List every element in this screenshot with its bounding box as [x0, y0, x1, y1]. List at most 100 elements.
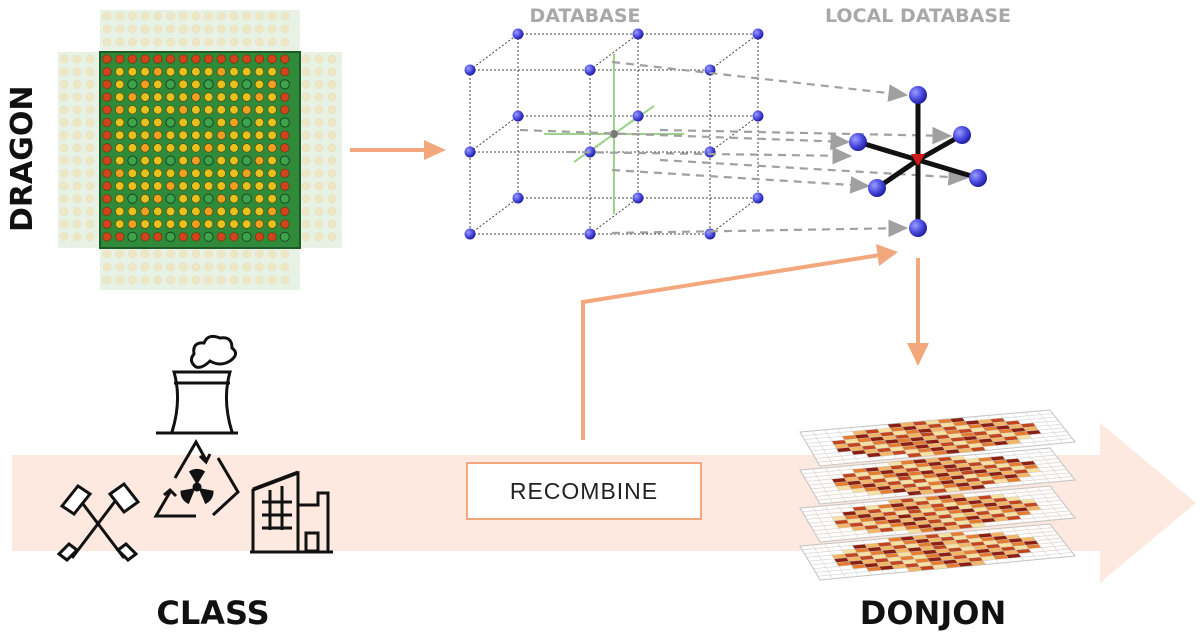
fuel-pin: [178, 117, 188, 128]
fuel-pin: [280, 105, 290, 115]
grid-cell: [1059, 438, 1076, 444]
guide-tube: [165, 231, 176, 242]
neighbor-pin: [301, 118, 311, 127]
neighbor-pin: [280, 37, 290, 47]
fuel-pin: [216, 206, 226, 216]
flux-map-layer: [799, 485, 1076, 543]
lattice-edge: [469, 197, 519, 235]
fuel-pin: [216, 219, 226, 229]
fuel-pin: [140, 168, 150, 178]
neighbor-pin: [166, 249, 175, 259]
neighbor-pin: [301, 92, 311, 102]
projection-line: [611, 168, 871, 194]
neighbor-pin: [72, 54, 82, 64]
fuel-pin: [140, 232, 150, 242]
fuel-pin: [280, 54, 290, 64]
fuel-pin: [191, 79, 201, 89]
fuel-pin: [178, 156, 188, 166]
neighbor-pin: [191, 262, 201, 272]
guide-tube: [241, 79, 252, 90]
fuel-pin: [102, 105, 112, 115]
database-node: [752, 28, 764, 40]
neighbor-pin: [327, 118, 337, 127]
neighbor-pin: [327, 219, 337, 229]
neighbor-pin: [327, 105, 337, 115]
fuel-pin: [242, 54, 252, 64]
fuel-pin: [115, 92, 125, 102]
fuel-pin: [102, 143, 112, 153]
neighbor-pin: [85, 156, 95, 165]
fuel-pin: [115, 130, 125, 140]
neighbor-pin: [178, 11, 188, 21]
database-node: [464, 64, 476, 76]
lattice-edge: [709, 197, 759, 235]
fuel-pin: [165, 219, 176, 229]
fuel-pin: [204, 181, 214, 191]
neighbor-pin: [301, 232, 311, 242]
neighbor-pin: [59, 181, 69, 191]
fuel-pin: [153, 130, 163, 140]
recombine-label: RECOMBINE: [510, 478, 658, 504]
grid-cell: [1059, 476, 1076, 482]
neighbor-pin: [72, 67, 82, 76]
neighbor-pin: [59, 80, 69, 89]
fuel-pin: [204, 168, 214, 178]
fuel-pin: [127, 105, 137, 115]
neighbor-pin: [128, 37, 137, 47]
guide-tube: [203, 193, 214, 204]
fuel-pin: [115, 194, 125, 204]
neighbor-pin: [267, 262, 277, 272]
fuel-pin: [127, 206, 137, 216]
guide-tube: [279, 117, 290, 128]
fuel-pin: [153, 117, 163, 128]
fuel-pin: [216, 143, 226, 153]
fuel-pin: [229, 143, 239, 153]
neighbor-pin: [140, 24, 150, 34]
neighbor-pin: [128, 24, 137, 34]
neighbor-pin: [204, 37, 213, 47]
neighbor-pin: [72, 143, 82, 153]
fuel-pin: [191, 206, 201, 216]
fuel-pin: [140, 105, 150, 115]
projection-line: [611, 219, 909, 238]
neighbor-pin: [153, 262, 163, 272]
fuel-pin: [153, 219, 163, 229]
neighbor-pin: [191, 11, 201, 21]
neighbor-pin: [327, 143, 337, 153]
neighbor-pin: [128, 11, 137, 21]
fuel-pin: [229, 54, 239, 64]
fuel-pin: [178, 206, 188, 216]
local-node: [868, 179, 886, 197]
lattice-edge: [709, 33, 759, 71]
fuel-pin: [153, 79, 163, 89]
neighbor-pin: [102, 275, 112, 285]
guide-tube: [127, 155, 138, 166]
arrow-dragon-to-database: [350, 140, 446, 160]
projection-line: [659, 126, 953, 145]
neighbor-pin: [102, 11, 112, 21]
fuel-pin: [242, 206, 252, 216]
database-node: [704, 146, 716, 158]
flux-map-layer: [799, 523, 1076, 581]
neighbor-pin: [229, 24, 239, 34]
fuel-pin: [191, 54, 201, 64]
fuel-pin: [165, 67, 176, 77]
fuel-pin: [229, 206, 239, 216]
grid-cell: [1059, 514, 1076, 520]
guide-tube: [241, 231, 252, 242]
fuel-pin: [153, 194, 163, 204]
database-node: [464, 228, 476, 240]
neighbor-pin: [314, 130, 324, 140]
neighbor-pin: [166, 11, 175, 21]
neighbor-pin: [280, 24, 290, 34]
fuel-pin: [191, 117, 201, 128]
neighbor-pin: [72, 130, 82, 140]
fuel-pin: [140, 130, 150, 140]
fuel-pin: [115, 206, 125, 216]
fuel-pin: [267, 194, 277, 204]
fuel-pin: [229, 79, 239, 89]
fuel-pin: [216, 130, 226, 140]
neighbor-pin: [242, 24, 251, 34]
fuel-pin: [102, 79, 112, 89]
local-database-star: [849, 86, 987, 237]
